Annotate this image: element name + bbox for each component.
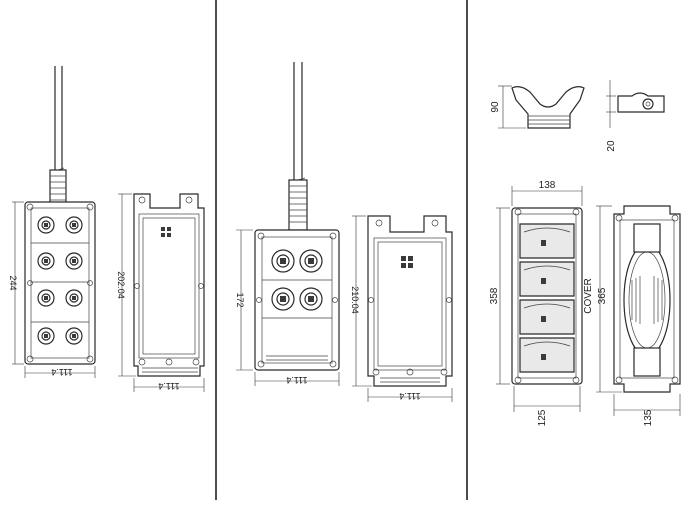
cable bbox=[288, 62, 308, 231]
back-view: 210.04 111.4 bbox=[350, 215, 453, 402]
right-cover-view: 365 135 bbox=[596, 205, 681, 426]
top-height-dimension: 90 bbox=[490, 101, 501, 113]
front-height-dimension: 244 bbox=[8, 275, 18, 290]
top-view-saddle: 90 bbox=[490, 85, 585, 129]
right-bottom-dimension: 135 bbox=[643, 409, 654, 426]
cable bbox=[49, 66, 67, 205]
front-height-dimension: 172 bbox=[235, 292, 245, 307]
front-view: 172 111.4 bbox=[235, 229, 340, 386]
back-height-dimension: 210.04 bbox=[350, 286, 360, 314]
left-bottom-dimension: 125 bbox=[537, 409, 548, 426]
cover-label: COVER bbox=[583, 278, 594, 314]
side-view: 20 bbox=[606, 80, 665, 152]
connector-grid bbox=[37, 216, 83, 345]
panel-2: 172 111.4 210.04 bbox=[235, 62, 453, 402]
connector-grid bbox=[271, 249, 323, 311]
back-view: 202.04 111.4 bbox=[116, 193, 205, 392]
panel-3: 90 20 bbox=[489, 80, 681, 426]
left-height-dimension: 358 bbox=[489, 287, 500, 304]
front-view: 244 111.4 bbox=[8, 201, 96, 378]
left-tray-view: 138 358 125 bbox=[489, 180, 583, 426]
tray-stack bbox=[519, 223, 575, 373]
back-width-dimension: 111.4 bbox=[158, 381, 179, 391]
top-width-dimension: 138 bbox=[539, 180, 556, 191]
panel-1: 244 111.4 202.04 bbox=[8, 66, 205, 392]
right-height-dimension: 365 bbox=[597, 287, 608, 304]
side-height-dimension: 20 bbox=[606, 140, 617, 152]
front-width-dimension: 111.4 bbox=[286, 375, 307, 385]
front-width-dimension: 111.4 bbox=[51, 367, 72, 377]
back-height-dimension: 202.04 bbox=[116, 271, 126, 299]
back-width-dimension: 111.4 bbox=[399, 391, 420, 401]
